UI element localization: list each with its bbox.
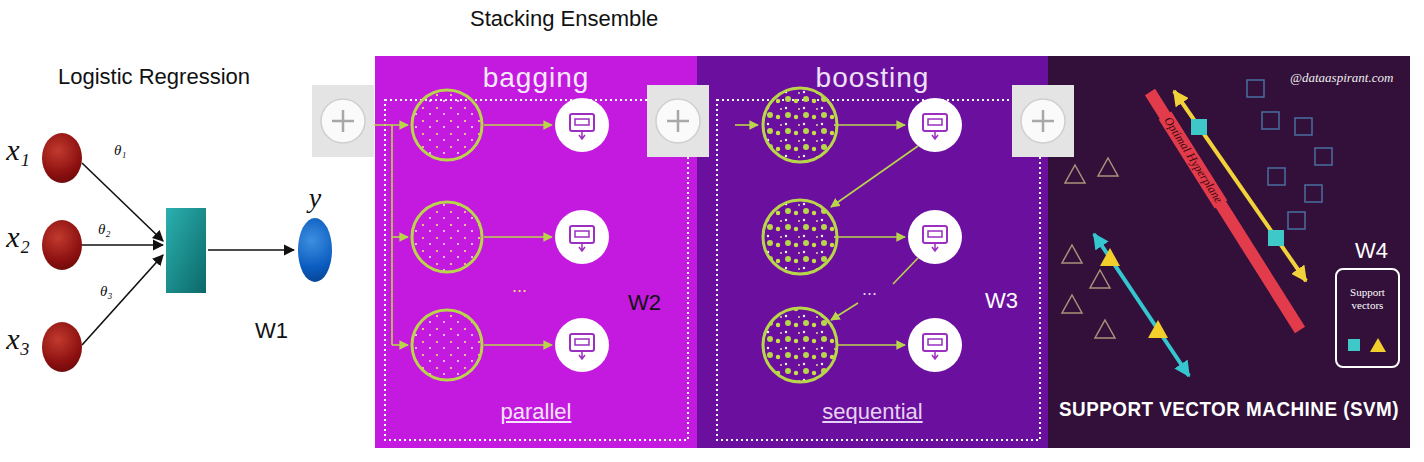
boosting-arrows — [735, 125, 918, 345]
weight-label: W4 — [1355, 238, 1388, 264]
margin-arrow — [1174, 91, 1306, 281]
node-sublabel: parallel — [375, 399, 697, 425]
node-label: boosting — [697, 62, 1048, 94]
bagging-arrows — [374, 125, 552, 345]
node-label: y — [298, 182, 332, 214]
sum-block — [166, 208, 206, 293]
ellipsis: ... — [512, 276, 527, 297]
plus-icon — [647, 85, 709, 157]
node-sublabel: sequential — [697, 399, 1048, 425]
class-squares — [1247, 80, 1332, 229]
weight-label: W3 — [985, 288, 1018, 314]
model-icon — [555, 210, 609, 264]
node-label: x₂ — [6, 220, 30, 254]
model-icon — [908, 210, 962, 264]
plus-icon — [312, 85, 374, 157]
class-triangles — [1062, 158, 1118, 338]
support-vector-key — [1348, 338, 1386, 352]
input-node: x₁ — [42, 133, 82, 183]
output-node: y — [298, 218, 332, 282]
bagging-panel: bagging parallel — [375, 56, 697, 448]
diagram-title: Stacking Ensemble — [470, 6, 658, 32]
dotted-frame — [717, 100, 1040, 440]
node-label: x₃ — [6, 322, 30, 356]
weight-label: θ₃ — [100, 283, 113, 300]
node-label: bagging — [375, 62, 697, 94]
bootstrap-sample — [412, 90, 482, 380]
weight-label: θ₁ — [114, 142, 127, 159]
weight-label: W1 — [255, 318, 288, 344]
boosting-panel: boosting sequential — [697, 56, 1048, 448]
model-icon — [908, 98, 962, 152]
weighted-sample — [763, 88, 837, 382]
node-label: SUPPORT VECTOR MACHINE (SVM) — [1059, 398, 1399, 421]
svm-panel — [1048, 56, 1410, 448]
optimal-hyperplane — [1150, 92, 1300, 330]
node-label: x₁ — [6, 133, 30, 167]
ellipsis: ... — [862, 279, 877, 300]
margin-arrow — [1094, 234, 1189, 376]
section-heading: Logistic Regression — [58, 64, 250, 90]
plus-icon — [1012, 85, 1074, 157]
weight-label: θ₂ — [98, 221, 111, 238]
boosting-panel — [697, 56, 1048, 448]
node-label: Support vectors — [1339, 286, 1396, 312]
model-icon — [555, 318, 609, 372]
input-node: x₂ — [42, 220, 82, 270]
input-node: x₃ — [42, 322, 82, 372]
lr-arrows — [82, 163, 294, 345]
model-icon — [908, 318, 962, 372]
model-icon — [555, 98, 609, 152]
watermark: @dataaspirant.com — [1290, 70, 1393, 86]
weight-label: W2 — [628, 290, 661, 316]
legend-box: Support vectors — [1335, 268, 1400, 368]
